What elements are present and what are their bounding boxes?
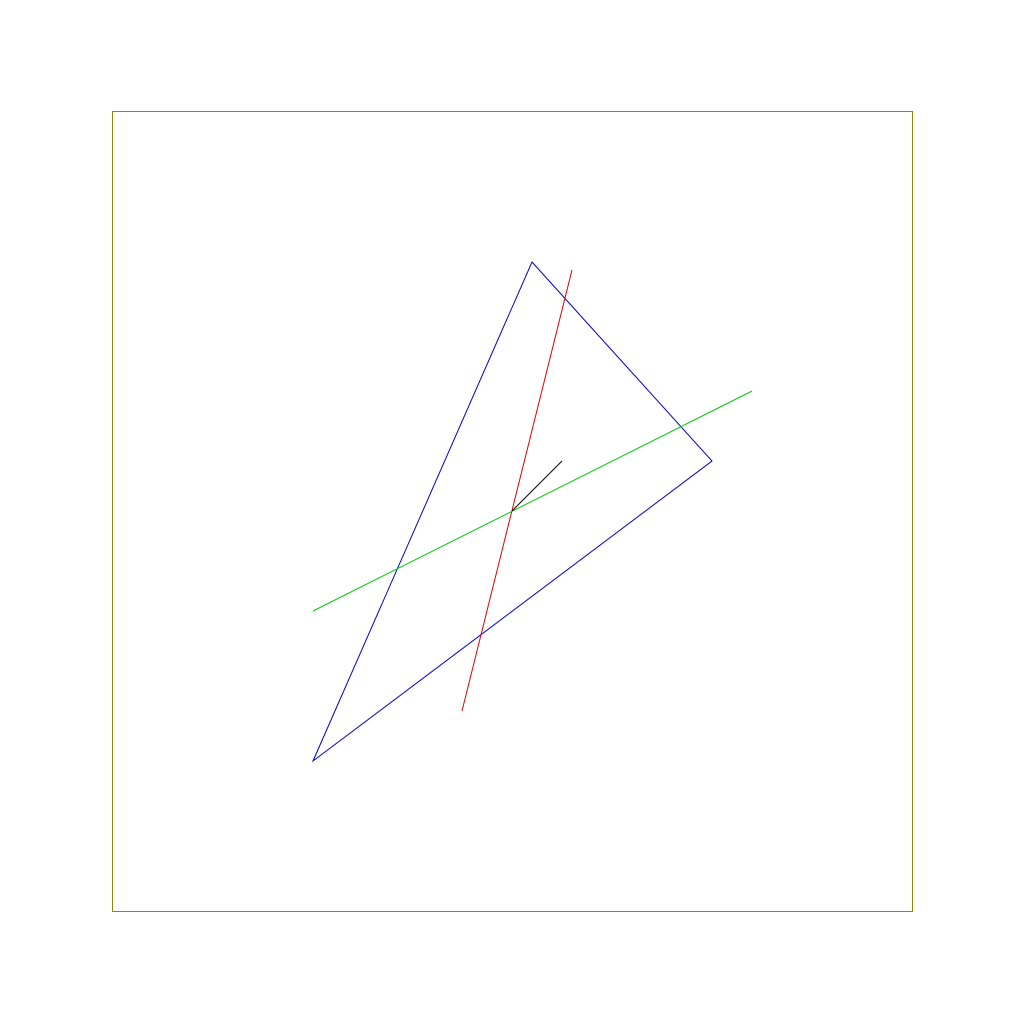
- green-line: [312, 390, 753, 612]
- bounding-frame: [112, 111, 913, 912]
- black-line: [511, 460, 563, 512]
- red-line: [461, 269, 573, 712]
- triangle: [311, 261, 713, 763]
